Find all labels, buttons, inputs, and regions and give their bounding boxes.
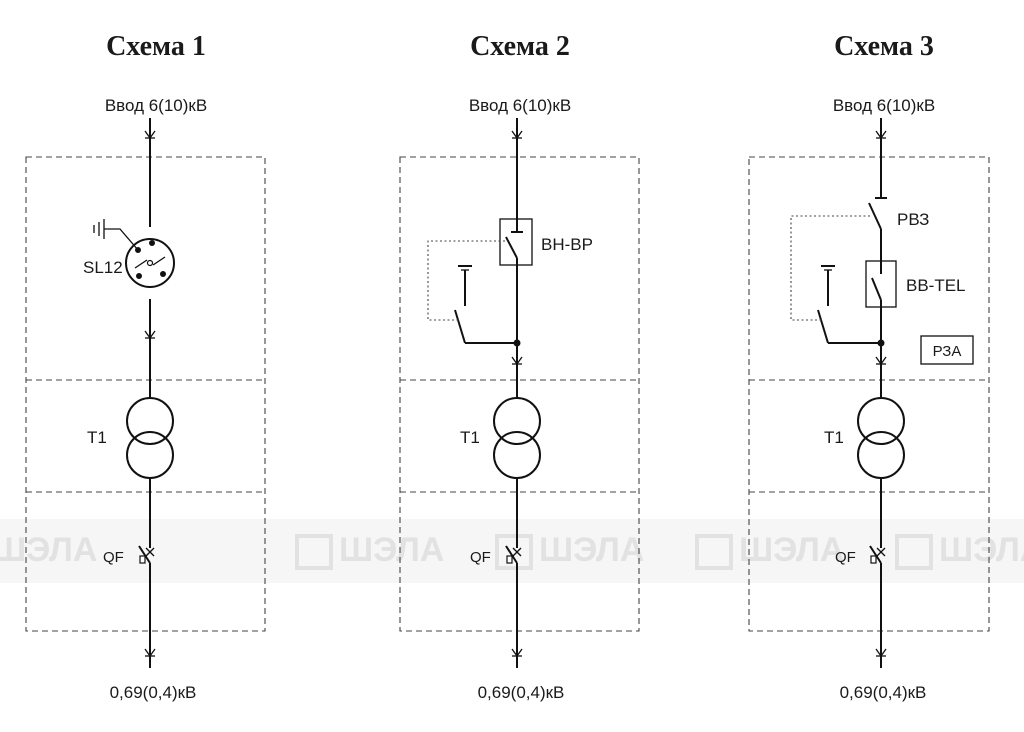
breaker-label: QF bbox=[470, 549, 491, 566]
disconnector-label: РВЗ bbox=[897, 210, 929, 229]
interlock-link bbox=[427, 240, 505, 321]
relay-label: РЗА bbox=[933, 343, 962, 360]
output-label: 0,69(0,4)кВ bbox=[478, 683, 565, 702]
vacuum-breaker-symbol bbox=[865, 260, 897, 308]
ground-icon bbox=[93, 219, 105, 239]
connector-marker bbox=[875, 356, 887, 366]
earthing-switch-symbol bbox=[454, 265, 521, 347]
earthing-switch-symbol bbox=[817, 265, 885, 347]
circuit-breaker-symbol bbox=[869, 545, 886, 564]
input-label: Ввод 6(10)кВ bbox=[105, 96, 207, 115]
input-label: Ввод 6(10)кВ bbox=[469, 96, 571, 115]
disconnector-symbol bbox=[868, 197, 887, 230]
load-switch-symbol bbox=[104, 228, 175, 288]
switch-label: SL12 bbox=[83, 258, 123, 277]
input-label: Ввод 6(10)кВ bbox=[833, 96, 935, 115]
connector-marker bbox=[144, 130, 156, 140]
watermark-band: ШЭЛА ШЭЛА ШЭЛА ШЭЛА ШЭЛА bbox=[0, 519, 1024, 583]
circuit-breaker-symbol bbox=[505, 545, 522, 564]
svg-text:ШЭЛА: ШЭЛА bbox=[739, 531, 844, 569]
svg-text:ШЭЛА: ШЭЛА bbox=[539, 531, 644, 569]
connector-marker bbox=[144, 648, 156, 658]
output-label: 0,69(0,4)кВ bbox=[110, 683, 197, 702]
connector-marker bbox=[875, 648, 887, 658]
transformer-symbol bbox=[493, 397, 541, 479]
switch-label: ВН-ВР bbox=[541, 235, 593, 254]
connector-marker bbox=[511, 356, 523, 366]
cabinet-frame bbox=[399, 156, 640, 632]
connector-marker bbox=[511, 130, 523, 140]
svg-text:ШЭЛА: ШЭЛА bbox=[339, 531, 444, 569]
scheme-title: Схема 2 bbox=[470, 31, 570, 62]
interlock-link bbox=[790, 215, 870, 321]
output-label: 0,69(0,4)кВ bbox=[840, 683, 927, 702]
connector-marker bbox=[875, 130, 887, 140]
svg-text:ШЭЛА: ШЭЛА bbox=[939, 531, 1024, 569]
scheme-3: Схема 3 Ввод 6(10)кВ bbox=[748, 31, 990, 702]
watermark-item: ШЭЛА bbox=[495, 531, 644, 570]
scheme-title: Схема 3 bbox=[834, 31, 934, 62]
breaker-label: QF bbox=[835, 549, 856, 566]
transformer-symbol bbox=[857, 397, 905, 479]
cabinet-frame bbox=[748, 156, 990, 632]
transformer-symbol bbox=[126, 397, 174, 479]
scheme-1: Схема 1 Ввод 6(10)кВ bbox=[25, 31, 266, 702]
relay-protection-box: РЗА bbox=[920, 335, 974, 365]
transformer-label: T1 bbox=[87, 428, 107, 447]
watermark-item: ШЭЛА bbox=[895, 531, 1024, 570]
svg-text:ШЭЛА: ШЭЛА bbox=[0, 531, 97, 569]
cabinet-frame bbox=[25, 156, 266, 632]
scheme-title: Схема 1 bbox=[106, 31, 206, 62]
watermark-item: ШЭЛА bbox=[0, 531, 97, 569]
circuit-breaker-symbol bbox=[138, 545, 155, 564]
watermark-item: ШЭЛА bbox=[295, 531, 444, 570]
connector-marker bbox=[511, 648, 523, 658]
breaker-label: QF bbox=[103, 549, 124, 566]
watermark-item: ШЭЛА bbox=[695, 531, 844, 570]
connector-marker bbox=[144, 330, 156, 340]
transformer-label: T1 bbox=[460, 428, 480, 447]
transformer-label: T1 bbox=[824, 428, 844, 447]
switch-label: ВВ-TEL bbox=[906, 276, 966, 295]
scheme-2: Схема 2 Ввод 6(10)кВ bbox=[399, 31, 640, 702]
load-switch-disconnector-symbol bbox=[499, 218, 533, 266]
